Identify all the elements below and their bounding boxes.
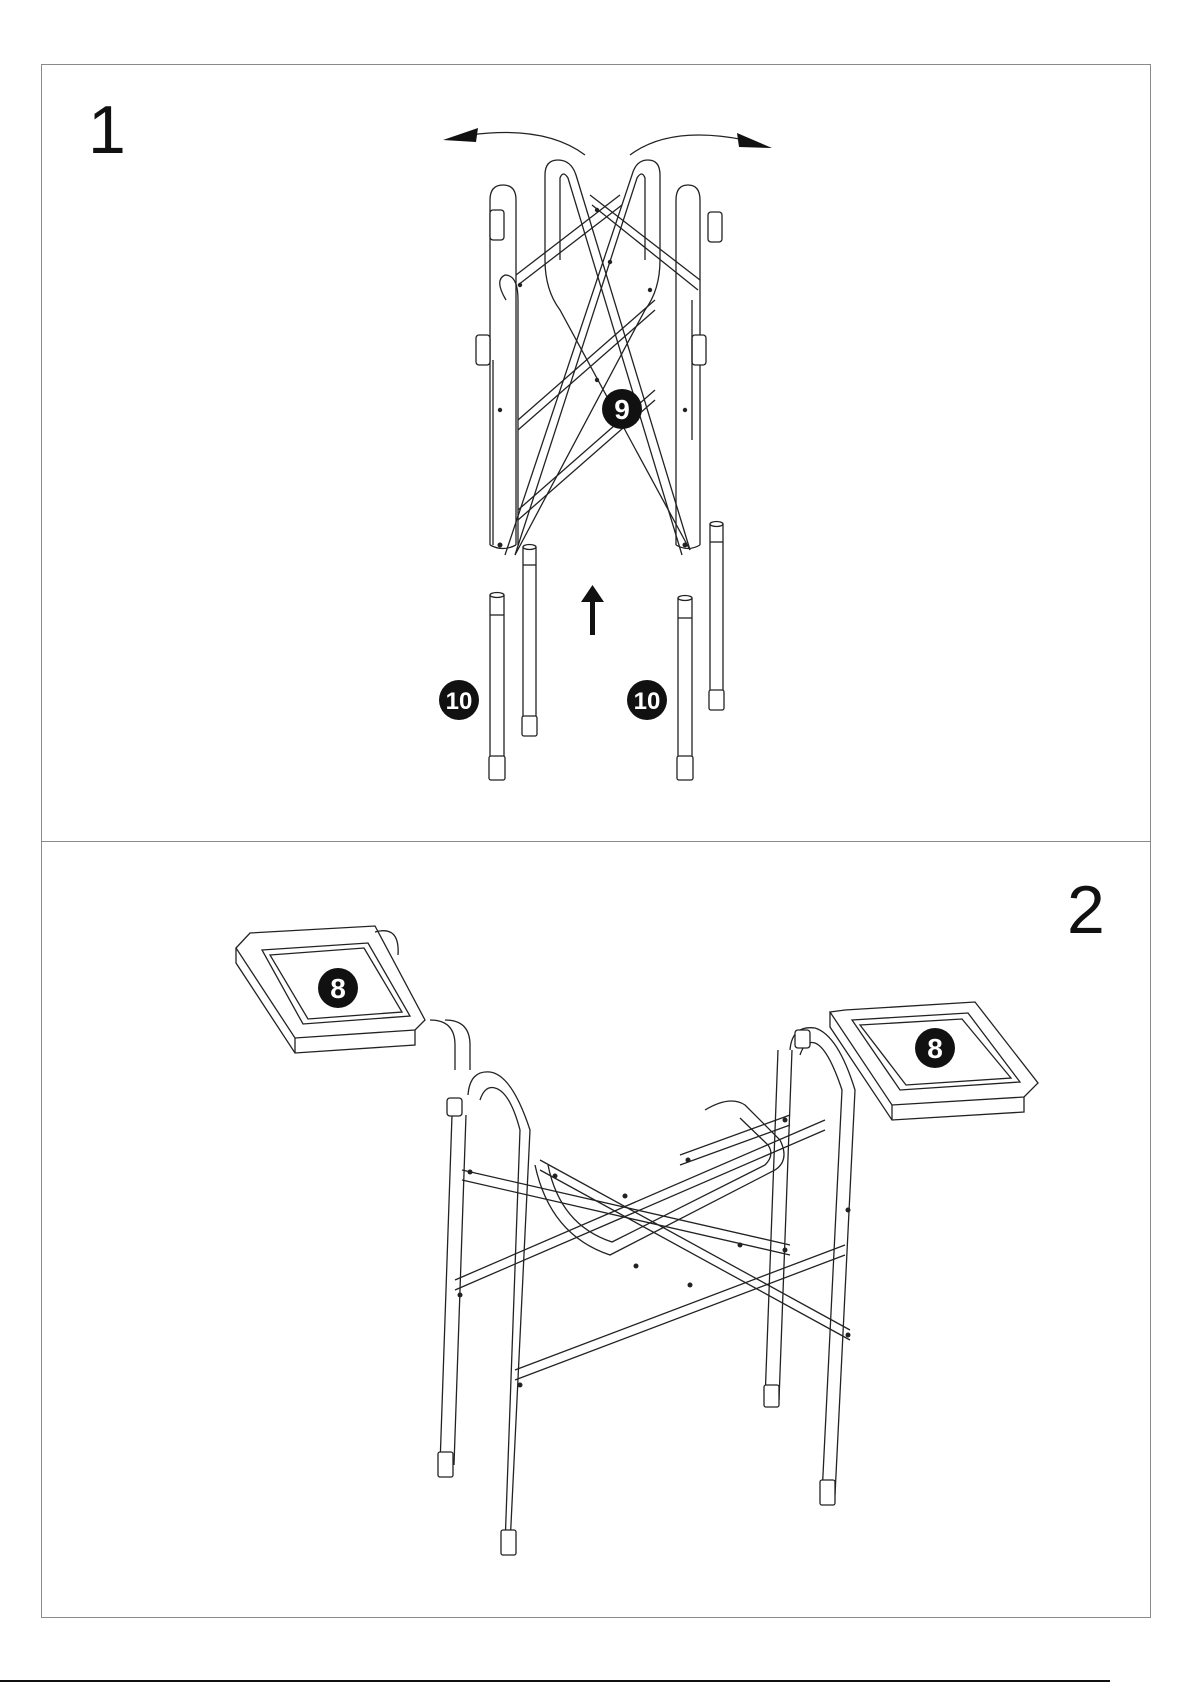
rotate-right-arrow-icon bbox=[630, 133, 772, 155]
part-8-label-left: 8 bbox=[330, 973, 346, 1004]
leg-tubes bbox=[489, 522, 724, 781]
rotate-left-arrow-icon bbox=[443, 128, 585, 155]
commode-frame bbox=[438, 1028, 855, 1555]
footer-rule bbox=[0, 1680, 1110, 1682]
part-8-badge-left: 8 bbox=[318, 968, 358, 1008]
end-cap bbox=[490, 210, 504, 240]
part-10-label-right: 10 bbox=[634, 688, 661, 715]
part-8-badge-right: 8 bbox=[915, 1028, 955, 1068]
part-9-badge: 9 bbox=[602, 389, 642, 429]
insert-up-arrow-icon bbox=[581, 585, 604, 635]
step-2-illustration: 8 8 bbox=[236, 926, 1038, 1555]
part-10-badge-left: 10 bbox=[439, 680, 479, 720]
step-1-illustration: 9 bbox=[439, 128, 772, 780]
part-8-label-right: 8 bbox=[927, 1033, 943, 1064]
part-9-label: 9 bbox=[614, 394, 630, 425]
part-10-label-left: 10 bbox=[446, 688, 473, 715]
part-10-badge-right: 10 bbox=[627, 680, 667, 720]
folded-frame bbox=[476, 160, 722, 555]
